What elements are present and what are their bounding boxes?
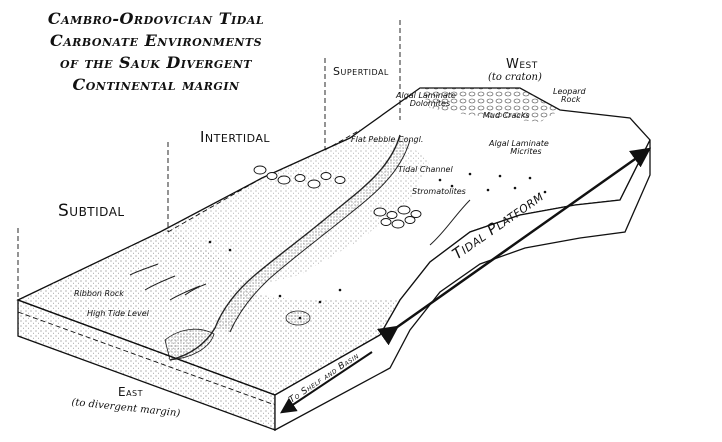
- tidal-platform-arrow: [377, 147, 652, 346]
- shelf-basin-arrow: [280, 351, 373, 414]
- title-line-4: Continental margin: [72, 75, 240, 94]
- title-line-1: Cambro-Ordovician Tidal: [47, 9, 265, 28]
- algal-micrites-line-2: Micrites: [510, 147, 542, 157]
- ribbon-rock-bedforms: [129, 263, 207, 301]
- high-tide-line: [17, 311, 276, 406]
- subtidal-label: Subtidal: [58, 201, 125, 221]
- leopard-rock-label: Leopard Rock: [553, 87, 586, 105]
- intertidal-zone: [160, 138, 430, 290]
- supertidal-zone: [420, 88, 560, 122]
- tidal-pond: [285, 310, 311, 326]
- flat-pebble-label: Flat Pebble Congl.: [351, 135, 424, 144]
- zone-extents: [17, 129, 361, 301]
- west-subtitle: (to craton): [488, 72, 542, 83]
- algal-dolomites-line-1: Algal Laminate: [396, 91, 456, 100]
- sediment-fan: [164, 328, 215, 361]
- title-line-3: of the Sauk Divergent: [60, 53, 252, 72]
- tidal-channel-label: Tidal Channel: [398, 165, 453, 174]
- title-line-2: Carbonate Environments: [49, 31, 263, 50]
- intertidal-label: Intertidal: [200, 128, 271, 146]
- stromatolites-label: Stromatolites: [412, 187, 466, 196]
- algal-dolomites-line-2: Dolomites: [409, 99, 451, 109]
- channel-fill: [215, 135, 410, 332]
- leopard-rock-line-2: Rock: [561, 95, 581, 105]
- high-tide-label: High Tide Level: [87, 309, 149, 318]
- zone-boundaries: [17, 20, 401, 300]
- algal-dolomites-label: Algal Laminate Dolomites: [396, 91, 456, 109]
- algal-micrites-line-1: Algal Laminate: [489, 139, 549, 148]
- east-label: East: [118, 385, 144, 399]
- ribbon-rock-label: Ribbon Rock: [74, 289, 124, 298]
- supertidal-label: Supertidal: [333, 65, 389, 78]
- subtidal-sediment: [18, 232, 380, 395]
- diagram-title: Cambro-Ordovician Tidal Carbonate Enviro…: [16, 8, 296, 96]
- shelf-dots: [300, 300, 400, 335]
- mud-cracks-label: Mud Cracks: [483, 111, 530, 120]
- algal-micrites-label: Algal Laminate Micrites: [489, 139, 549, 157]
- west-label: West: [506, 57, 538, 72]
- leopard-rock-line-1: Leopard: [553, 87, 586, 96]
